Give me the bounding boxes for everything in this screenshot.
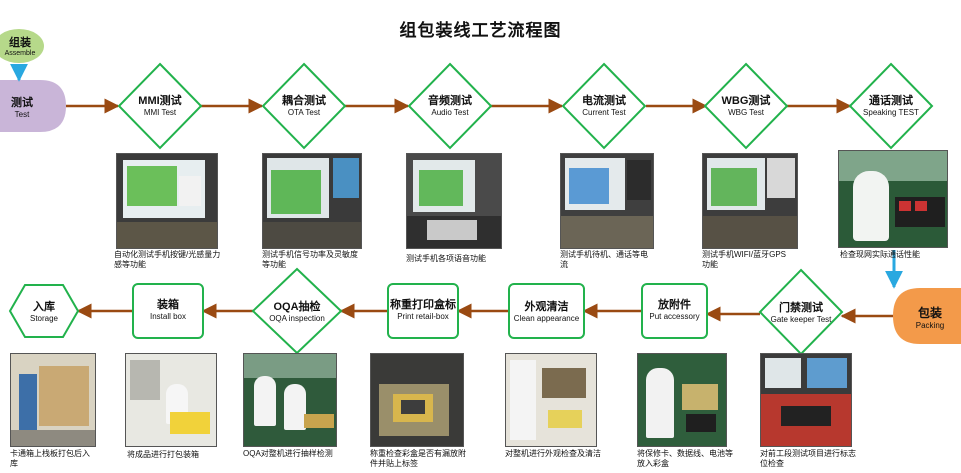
photo-audio xyxy=(406,153,502,249)
step-speaking-label: 通话测试 Speaking TEST xyxy=(851,95,931,117)
caption-ota: 测试手机信号功率及灵敏度等功能 xyxy=(262,250,358,269)
step-audio-en: Audio Test xyxy=(431,107,469,117)
step-current-en: Current Test xyxy=(582,107,626,117)
diamond-speaking xyxy=(848,62,934,150)
box-print xyxy=(387,283,459,339)
photo-speaking xyxy=(838,150,948,248)
caption-speaking: 检查现网实际通话性能 xyxy=(840,250,920,259)
step-current-zh: 电流测试 xyxy=(582,95,626,107)
diamond-mmi xyxy=(117,62,203,150)
test-shape xyxy=(0,80,66,132)
assemble-en: Assemble xyxy=(4,50,36,57)
step-mmi-en: MMI Test xyxy=(143,107,177,117)
caption-audio: 测试手机各项语音功能 xyxy=(406,254,486,263)
step-wbg-label: WBG测试 WBG Test xyxy=(706,95,786,117)
step-current-label: 电流测试 Current Test xyxy=(564,95,644,117)
step-print-zh: 称重打印盒标 xyxy=(390,299,456,311)
photo-ota xyxy=(262,153,362,249)
step-print-label: 称重打印盒标 Print retail-box xyxy=(388,299,458,321)
step-storage-en: Storage xyxy=(29,313,59,323)
assemble-shape xyxy=(0,29,44,63)
step-oqa-zh: OQA抽检 xyxy=(273,301,321,313)
photo-current xyxy=(560,153,654,249)
caption-storage: 卡通箱上栈板打包后入库 xyxy=(10,449,90,468)
caption-clean: 对整机进行外观检查及清洁 xyxy=(505,449,601,458)
diamond-ota xyxy=(261,62,347,150)
caption-oqa: OQA对整机进行抽样检测 xyxy=(243,449,333,458)
diagram-title: 组包装线工艺流程图 xyxy=(399,21,562,40)
caption-mmi: 自动化测试手机按键/光感量力感等功能 xyxy=(114,250,221,269)
step-mmi-zh: MMI测试 xyxy=(138,95,182,107)
test-en: Test xyxy=(14,110,30,119)
step-accessory-zh: 放附件 xyxy=(658,299,691,311)
photo-install-box xyxy=(125,353,217,447)
step-oqa-en: OQA inspection xyxy=(269,313,325,323)
diamond-current xyxy=(561,62,647,150)
photo-storage xyxy=(10,353,96,447)
caption-accessory: 将保修卡、数据线、电池等放入彩盒 xyxy=(637,449,733,468)
photo-clean xyxy=(505,353,597,447)
step-accessory-label: 放附件 Put accessory xyxy=(642,299,707,321)
step-oqa-label: OQA抽检 OQA inspection xyxy=(255,301,339,323)
step-speaking-zh: 通话测试 xyxy=(869,95,913,107)
hexagon-storage xyxy=(8,284,80,338)
test-zh: 测试 xyxy=(11,97,33,109)
photo-oqa xyxy=(243,353,337,447)
step-gate-label: 门禁测试 Gate keeper Test xyxy=(760,302,842,324)
step-storage-label: 入库 Storage xyxy=(10,301,78,323)
step-mmi-label: MMI测试 MMI Test xyxy=(120,95,200,117)
packing-en: Packing xyxy=(915,321,945,330)
caption-install-box: 将成品进行打包装箱 xyxy=(127,450,199,459)
caption-current: 测试手机待机、通话等电流 xyxy=(560,250,648,269)
test-node: 测试 Test xyxy=(2,94,42,119)
photo-mmi xyxy=(116,153,218,249)
photo-gate xyxy=(760,353,852,447)
step-box-en: Install box xyxy=(149,311,187,321)
packing-shape xyxy=(893,288,961,344)
step-clean-label: 外观清洁 Clean appearance xyxy=(509,301,584,323)
step-gate-zh: 门禁测试 xyxy=(779,302,823,314)
assemble-zh: 组装 xyxy=(9,37,31,49)
step-box-label: 装箱 Install box xyxy=(133,299,203,321)
packing-node: 包装 Packing xyxy=(904,304,956,330)
step-clean-en: Clean appearance xyxy=(513,313,580,323)
step-ota-label: 耦合测试 OTA Test xyxy=(264,95,344,117)
step-audio-zh: 音频测试 xyxy=(428,95,472,107)
packing-zh: 包装 xyxy=(917,306,942,320)
box-accessory xyxy=(641,283,708,339)
step-speaking-en: Speaking TEST xyxy=(863,107,919,117)
caption-wbg: 测试手机WIFI/蓝牙GPS功能 xyxy=(702,250,786,269)
step-wbg-en: WBG Test xyxy=(728,107,764,117)
step-box-zh: 装箱 xyxy=(157,299,179,311)
box-clean xyxy=(508,283,585,339)
step-ota-en: OTA Test xyxy=(287,107,321,117)
caption-gate: 对前工段测试项目进行标志位检查 xyxy=(760,449,856,468)
caption-print: 称重检查彩盒是否有漏放附件并贴上标签 xyxy=(370,449,466,468)
step-audio-label: 音频测试 Audio Test xyxy=(410,95,490,117)
diamond-wbg xyxy=(703,62,789,150)
step-storage-zh: 入库 xyxy=(33,301,55,313)
photo-accessory xyxy=(637,353,727,447)
photo-print xyxy=(370,353,464,447)
step-ota-zh: 耦合测试 xyxy=(282,95,326,107)
assemble-node: 组装 Assemble xyxy=(0,34,40,57)
photo-wbg xyxy=(702,153,798,249)
diamond-audio xyxy=(407,62,493,150)
step-accessory-en: Put accessory xyxy=(649,311,700,321)
step-gate-en: Gate keeper Test xyxy=(770,314,832,324)
step-print-en: Print retail-box xyxy=(397,311,449,321)
box-install xyxy=(132,283,204,339)
step-wbg-zh: WBG测试 xyxy=(721,95,771,107)
step-clean-zh: 外观清洁 xyxy=(524,301,569,313)
